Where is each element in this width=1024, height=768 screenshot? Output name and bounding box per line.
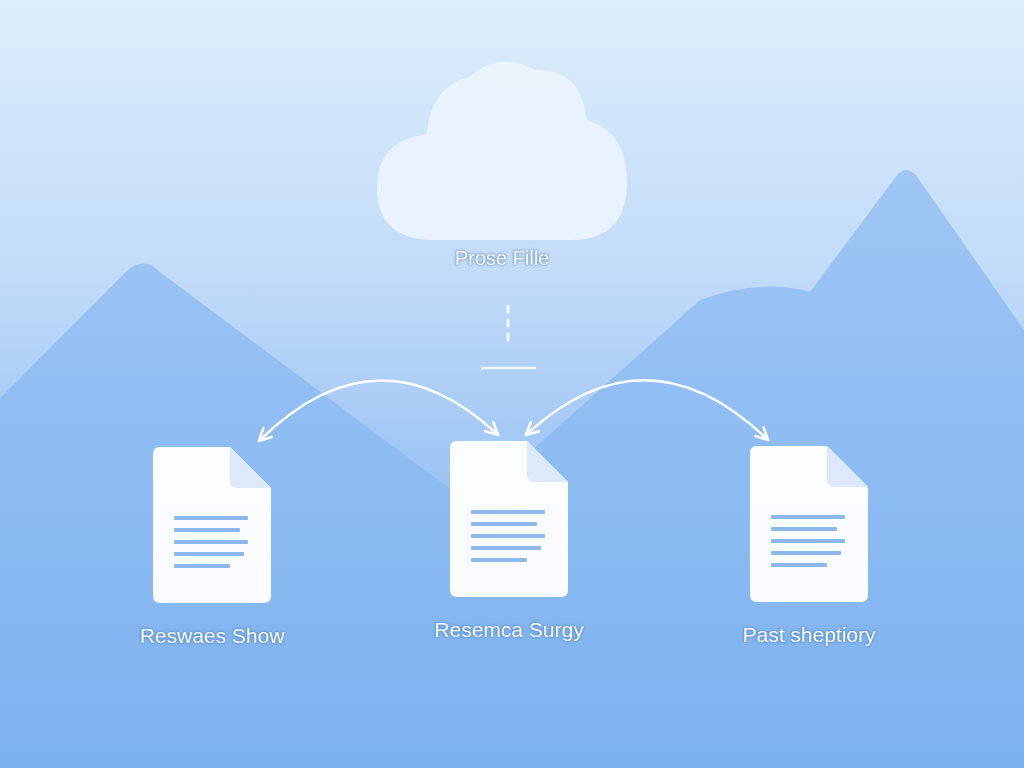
cloud-node: Prose Fille	[367, 48, 637, 270]
cloud-label: Prose Fille	[455, 247, 549, 270]
mountains	[0, 170, 1024, 768]
document-label: Reswaes Show	[140, 624, 285, 648]
dashed-connector	[507, 306, 510, 346]
junction-bar	[481, 367, 536, 370]
document-icon	[749, 445, 869, 603]
document-label: Past sheptiory	[742, 623, 875, 647]
document-label: Resemca Surgy	[434, 618, 583, 642]
curved-arrow	[260, 380, 497, 440]
cloud-shape	[375, 48, 629, 243]
document-icon	[152, 446, 272, 604]
document-node: Past sheptiory	[734, 445, 884, 647]
document-node: Resemca Surgy	[426, 440, 592, 642]
document-node: Reswaes Show	[132, 446, 293, 648]
curved-arrow	[527, 380, 767, 439]
document-icon	[449, 440, 569, 598]
